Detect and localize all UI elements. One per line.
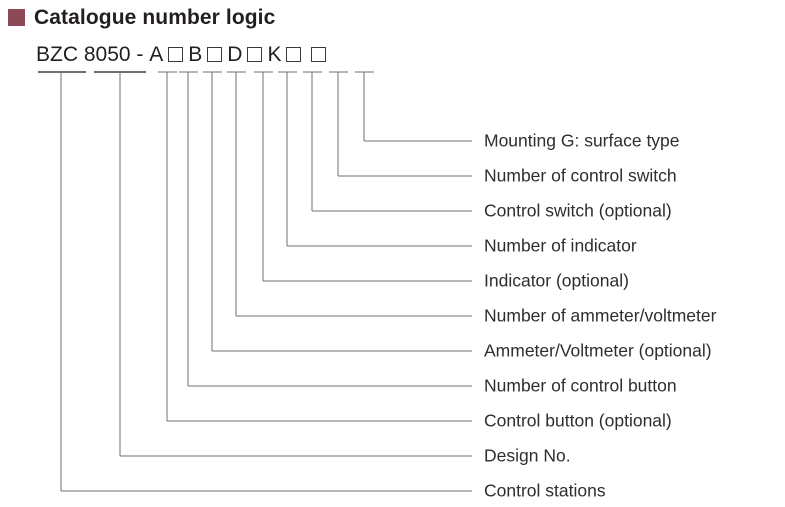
- legend-label-7: Ammeter/Voltmeter (optional): [484, 340, 712, 361]
- code-placeholder-box-4: [286, 46, 302, 62]
- code-segment-1: BZC: [36, 42, 78, 66]
- code-segment-3: -: [136, 42, 144, 66]
- legend-label-3: Control switch (optional): [484, 200, 672, 221]
- page-header: Catalogue number logic: [8, 2, 508, 32]
- legend-label-6: Number of ammeter/voltmeter: [484, 305, 717, 326]
- legend-label-4: Number of indicator: [484, 235, 637, 256]
- legend-label-8: Number of control button: [484, 375, 677, 396]
- code-placeholder-box-2: [207, 46, 223, 62]
- square-bullet-icon: [8, 8, 25, 26]
- code-segment-7: K: [267, 42, 282, 66]
- legend-label-11: Control stations: [484, 480, 606, 501]
- legend-label-10: Design No.: [484, 445, 571, 466]
- code-segment-5: B: [188, 42, 203, 66]
- code-segment-2: 8050: [83, 42, 131, 66]
- legend-label-2: Number of control switch: [484, 165, 677, 186]
- legend-label-9: Control button (optional): [484, 410, 672, 431]
- legend-label-1: Mounting G: surface type: [484, 130, 680, 151]
- code-placeholder-box-3: [247, 46, 263, 62]
- code-segment-4: A: [149, 42, 164, 66]
- page-title: Catalogue number logic: [34, 5, 276, 29]
- code-placeholder-box-5: [311, 46, 327, 62]
- code-placeholder-box-1: [168, 46, 184, 62]
- legend-label-5: Indicator (optional): [484, 270, 629, 291]
- code-segment-6: D: [227, 42, 243, 66]
